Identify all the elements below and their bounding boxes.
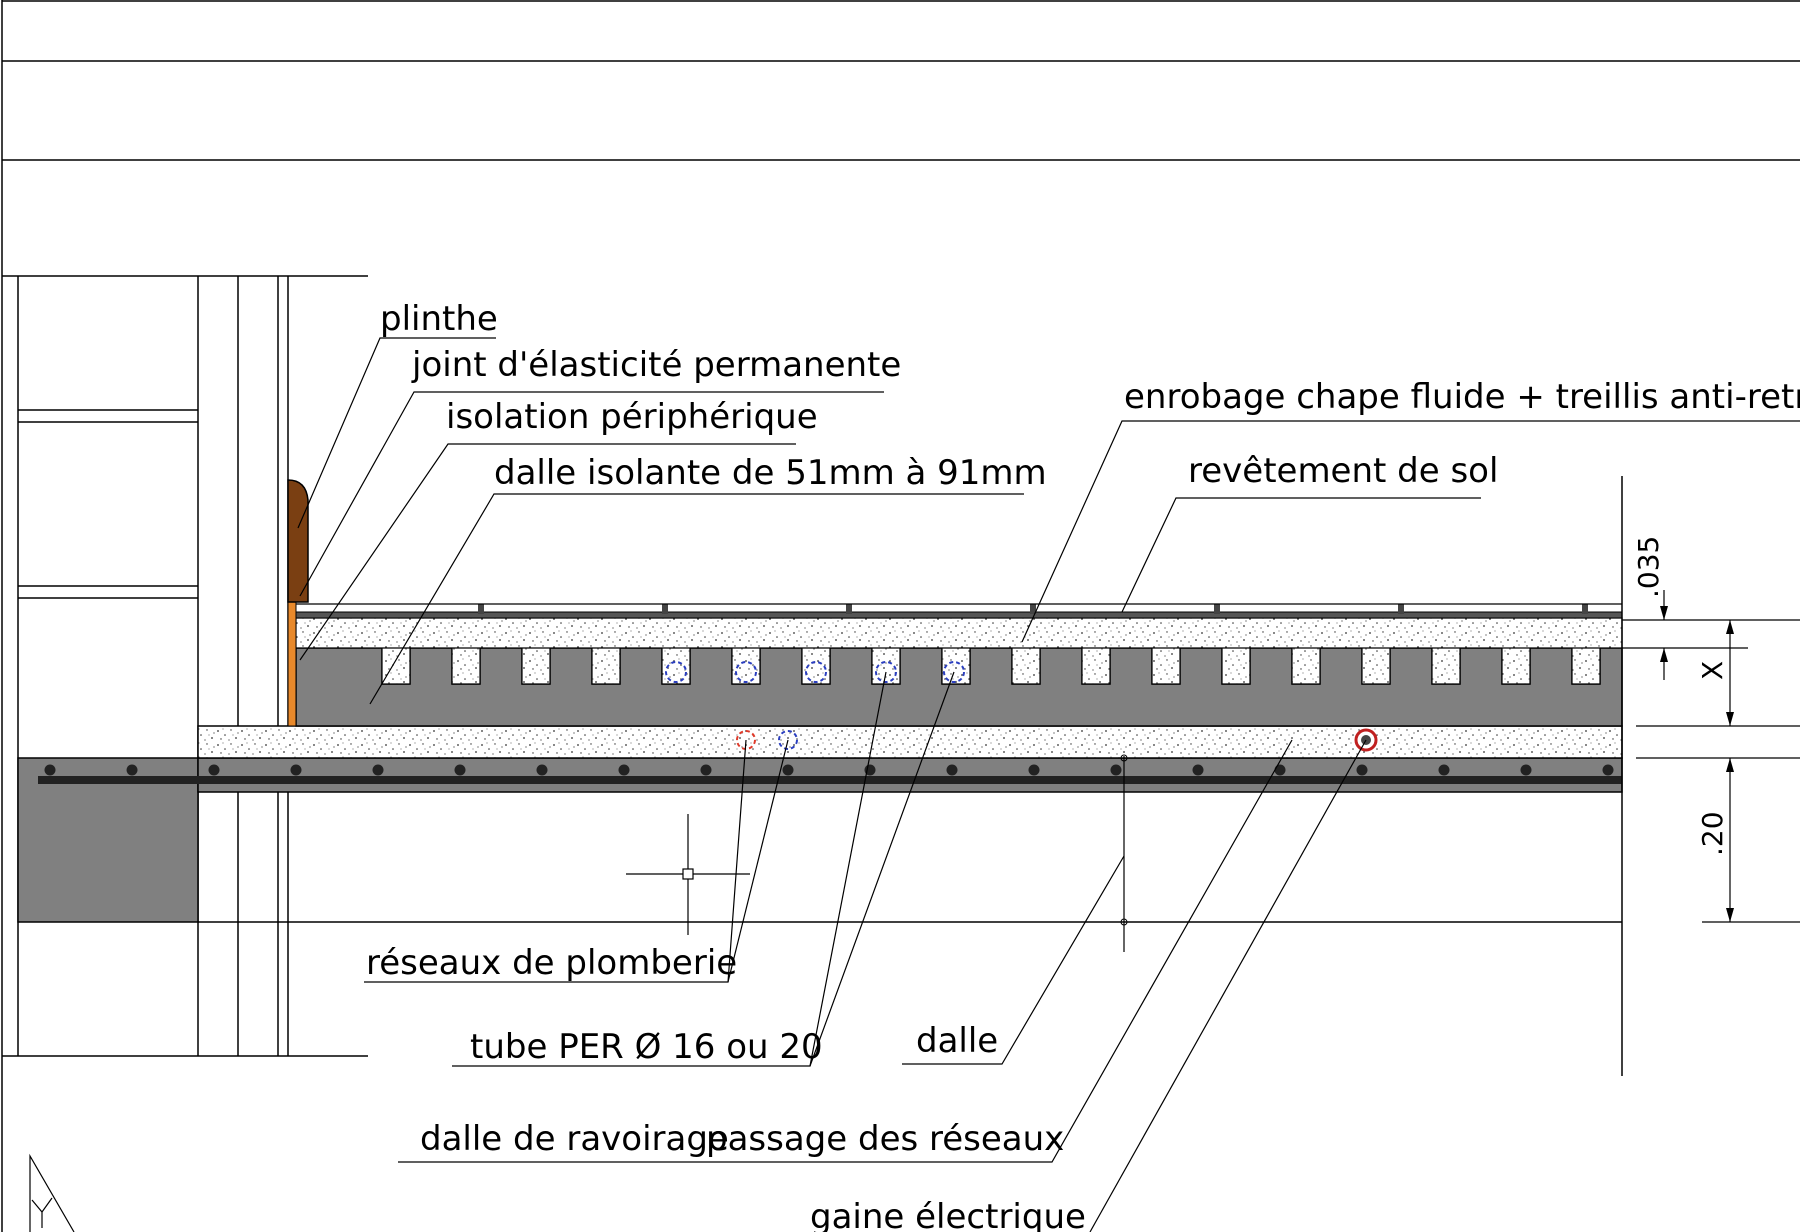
per-tube bbox=[735, 661, 757, 683]
rebar-dot bbox=[782, 764, 794, 776]
label-dalle-isolante: dalle isolante de 51mm à 91mm bbox=[494, 453, 1047, 493]
concrete-slab bbox=[17, 757, 1623, 923]
rebar-dot bbox=[126, 764, 138, 776]
label-passage: passage des réseaux bbox=[706, 1119, 1064, 1159]
dimension-x: X bbox=[1696, 661, 1729, 680]
perimeter-insulation bbox=[287, 599, 297, 727]
rebar-dot bbox=[1192, 764, 1204, 776]
tile-joint bbox=[1030, 604, 1036, 614]
leader-lines bbox=[297, 337, 1800, 1232]
rebar-dot bbox=[618, 764, 630, 776]
rebar-dot bbox=[372, 764, 384, 776]
label-ravoirage: dalle de ravoirage bbox=[420, 1119, 729, 1159]
dimension-top: .035 bbox=[1632, 536, 1665, 598]
rebar-dot bbox=[1274, 764, 1286, 776]
ravoirage-layer bbox=[197, 725, 1623, 759]
label-enrobage: enrobage chape fluide + treillis anti-re… bbox=[1124, 377, 1800, 417]
label-plinthe: plinthe bbox=[380, 299, 498, 339]
tile-joint bbox=[846, 604, 852, 614]
label-joint: joint d'élasticité permanente bbox=[411, 345, 901, 385]
tile-joint bbox=[1214, 604, 1220, 614]
tile-joint bbox=[478, 604, 484, 614]
rebar-dot bbox=[44, 764, 56, 776]
label-revetement: revêtement de sol bbox=[1188, 451, 1498, 491]
rebar-dot bbox=[454, 764, 466, 776]
rebar-dot bbox=[536, 764, 548, 776]
plinth bbox=[287, 479, 309, 603]
plumbing-networks bbox=[736, 730, 798, 750]
floor-covering bbox=[295, 603, 1623, 619]
dimension-lines bbox=[1621, 476, 1800, 1076]
crosshair-cursor-icon bbox=[626, 754, 1128, 952]
rebar-dot bbox=[208, 764, 220, 776]
rebar-dot bbox=[1028, 764, 1040, 776]
per-tubes bbox=[665, 661, 965, 683]
rebar-row bbox=[44, 764, 1614, 776]
per-tube bbox=[665, 661, 687, 683]
dimension-bottom: .20 bbox=[1696, 811, 1729, 856]
rebar-dot bbox=[700, 764, 712, 776]
tile-joint bbox=[1582, 604, 1588, 614]
tile-joint bbox=[1398, 604, 1404, 614]
label-gaine: gaine électrique bbox=[810, 1197, 1086, 1232]
per-tube bbox=[875, 661, 897, 683]
rebar-dot bbox=[946, 764, 958, 776]
wall-section bbox=[2, 275, 368, 1057]
label-tube: tube PER Ø 16 ou 20 bbox=[470, 1027, 823, 1067]
rebar-dot bbox=[1356, 764, 1368, 776]
tile-joint bbox=[662, 604, 668, 614]
rebar-dot bbox=[1438, 764, 1450, 776]
per-tube bbox=[943, 661, 965, 683]
rebar-dot bbox=[1520, 764, 1532, 776]
per-tube bbox=[805, 661, 827, 683]
view-marker-icon bbox=[29, 1153, 75, 1232]
rebar-dot bbox=[1110, 764, 1122, 776]
label-isolation: isolation périphérique bbox=[446, 397, 818, 437]
rebar-dot bbox=[1602, 764, 1614, 776]
label-plomberie: réseaux de plomberie bbox=[366, 943, 737, 983]
label-dalle: dalle bbox=[916, 1021, 998, 1061]
rebar-dot bbox=[290, 764, 302, 776]
